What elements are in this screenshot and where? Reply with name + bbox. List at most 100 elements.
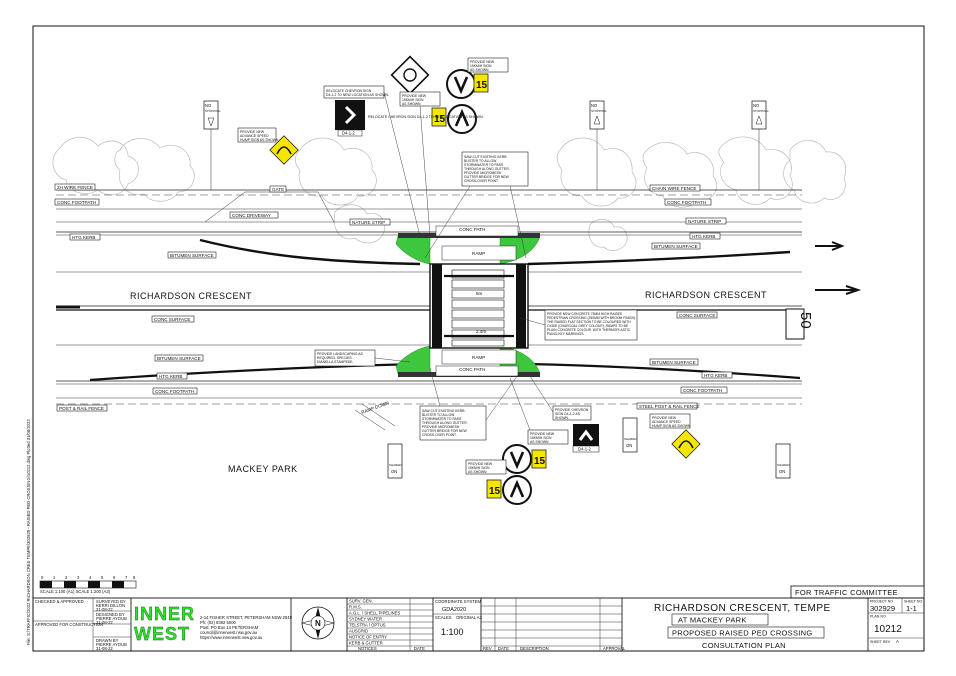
svg-text:Ph: (02) 9392 5000: Ph: (02) 9392 5000	[200, 620, 237, 625]
svg-text:CROSS-OVER POINT.: CROSS-OVER POINT.	[464, 179, 499, 183]
ramp-label-top: RAMP	[472, 251, 485, 256]
bitumen-bottom-right-label: BITUMEN SURFACE	[652, 360, 696, 365]
scale-bar-label: SCALE 1:100 (A1) SCALE 1:200 (A3)	[40, 589, 111, 594]
svg-text:GUTTER BRIDGE FOR NEW: GUTTER BRIDGE FOR NEW	[464, 175, 510, 179]
svg-text:GUTTER BRIDGE FOR NEW: GUTTER BRIDGE FOR NEW	[422, 429, 468, 433]
svg-text:SHOWN.: SHOWN.	[555, 416, 569, 420]
svg-text:SHEET NO: SHEET NO	[904, 600, 923, 604]
svg-text:PROVIDE NEW: PROVIDE NEW	[240, 130, 265, 134]
svg-text:2-14 FISHER STREET, PETERSHAM: 2-14 FISHER STREET, PETERSHAM NSW 2049	[200, 615, 293, 620]
svg-text:OXIDE (CHARCOAL GREY COLOUR).: OXIDE (CHARCOAL GREY COLOUR). RAMPS TO B…	[547, 324, 629, 328]
svg-text:7: 7	[125, 575, 128, 580]
roundabout-sign	[390, 55, 430, 95]
svg-text:DATE: DATE	[414, 646, 425, 651]
svg-text:council@innerwest.nsw.gov.au: council@innerwest.nsw.gov.au	[200, 630, 258, 635]
gate-label: GATE	[272, 187, 284, 192]
svg-text:ORIGINAL A3: ORIGINAL A3	[456, 615, 483, 620]
svg-text:4: 4	[89, 575, 92, 580]
svg-text:DATE: DATE	[498, 646, 509, 651]
callout-relocate-chevron: RELOCATE CHEVRON SIGN D4-1-2 TO NEW LOCA…	[323, 85, 421, 237]
svg-text:BLISTER TO ALLOW: BLISTER TO ALLOW	[464, 159, 497, 163]
project-number: 302929	[870, 604, 895, 613]
callout-speed-top-b: PROVIDE NEW 15KM/H SIGN AS SHOWN	[399, 91, 441, 237]
callout-speed-bottom-a: PROVIDE NEW 15KM/H SIGN AS SHOWN	[509, 377, 569, 445]
svg-text:PROVIDE NEW: PROVIDE NEW	[402, 94, 427, 98]
svg-text:RELOCATE CHEVRON SIGN: RELOCATE CHEVRON SIGN	[326, 89, 372, 93]
svg-text:THE RAISED FLAT SECTION TO BE: THE RAISED FLAT SECTION TO BE COLOURED W…	[547, 320, 631, 324]
svg-text:31-08-22: 31-08-22	[96, 607, 113, 612]
speed-limit-50-marking: 50	[785, 308, 814, 340]
svg-text:https://www.innerwest.nsw.gov.: https://www.innerwest.nsw.gov.au	[200, 635, 263, 640]
post-rail-fence-label: POST & RAIL FENCE	[59, 406, 104, 411]
council-logo-line2: WEST	[134, 624, 190, 644]
callout-speed-top-a: PROVIDE NEW 15KM/H SIGN AS SHOWN	[467, 57, 509, 73]
svg-text:SCALES: SCALES	[435, 615, 452, 620]
svg-text:SIGN D4-1-2 AS: SIGN D4-1-2 AS	[555, 412, 581, 416]
svg-text:15: 15	[476, 80, 488, 91]
conc-path-top-label: CONC PATH	[459, 227, 485, 232]
svg-text:NO: NO	[591, 103, 598, 108]
speed-15-sign-top-b: 15	[431, 104, 477, 134]
svg-text:AS SHOWN: AS SHOWN	[402, 102, 421, 106]
svg-text:D4-1-2: D4-1-2	[342, 131, 355, 136]
svg-text:NO: NO	[205, 103, 212, 108]
conc-footpath-top-left-label: CONC FOOTPATH	[57, 200, 96, 205]
svg-text:15: 15	[534, 456, 546, 467]
bitumen-top-right-label: BITUMEN SURFACE	[654, 244, 698, 249]
svg-text:REV: REV	[483, 646, 492, 651]
svg-text:SYDNEY WATER: SYDNEY WATER	[349, 617, 382, 622]
svg-text:APPROVAL: APPROVAL	[603, 646, 626, 651]
svg-text:50: 50	[797, 312, 814, 329]
svg-text:PROJECT NO: PROJECT NO	[870, 600, 893, 604]
north-arrow-icon: N	[301, 606, 335, 640]
svg-text:ON: ON	[626, 443, 632, 448]
svg-text:REQUIRED. SPECIES:: REQUIRED. SPECIES:	[317, 356, 352, 360]
svg-text:SHARED: SHARED	[389, 463, 402, 467]
callouts: RELOCATE CHEVRON SIGN D4-1-2 TO NEW LOCA…	[237, 57, 691, 475]
svg-text:5: 5	[101, 575, 104, 580]
svg-text:PIERRE AYOUB: PIERRE AYOUB	[96, 616, 127, 621]
svg-text:PROVIDE NEW: PROVIDE NEW	[652, 416, 677, 420]
svg-text:PROVIDE NEW CONCRETE 75MM HIGH: PROVIDE NEW CONCRETE 75MM HIGH RAISED	[547, 312, 623, 316]
svg-text:AS SHOWN: AS SHOWN	[470, 68, 489, 72]
dimension-2-4m: 2.4m	[476, 329, 486, 334]
traffic-committee-stamp: FOR TRAFFIC COMMITTEE	[795, 588, 898, 597]
ramp-label-bottom: RAMP	[472, 355, 485, 360]
svg-text:HUMP SIGN AS SHOWN: HUMP SIGN AS SHOWN	[240, 138, 279, 142]
road-linework	[56, 189, 862, 431]
svg-text:2: 2	[65, 575, 68, 580]
speed-15-sign-bottom-a: 15	[502, 444, 547, 474]
svg-text:15KM/H SIGN: 15KM/H SIGN	[402, 98, 424, 102]
council-logo-line1: INNER	[134, 604, 195, 624]
svg-text:COORDINATE SYSTEM: COORDINATE SYSTEM	[435, 599, 482, 604]
svg-text:31-08-22: 31-08-22	[96, 646, 113, 651]
conc-path-bottom-label: CONC PATH	[459, 367, 485, 372]
scale-value: 1:100	[441, 627, 464, 637]
chain-wire-fence-label: CHAIN WIRE FENCE	[652, 186, 696, 191]
conc-surface-right-label: CONC SURFACE	[679, 313, 716, 318]
svg-text:N: N	[315, 619, 321, 628]
svg-text:PROVIDE NEW: PROVIDE NEW	[468, 462, 493, 466]
svg-text:PROVIDE LANDSCAPING AS: PROVIDE LANDSCAPING AS	[317, 352, 364, 356]
steel-post-rail-fence-label: STEEL POST & RAIL FENCE	[639, 404, 700, 409]
svg-text:AS SHOWN: AS SHOWN	[468, 470, 487, 474]
svg-text:PROVIDE MICROMESH: PROVIDE MICROMESH	[464, 171, 502, 175]
chevron-sign-new	[573, 424, 599, 446]
margin-file-note: File: S:\TRAFFIC\2022 RICHARDSON CRES TE…	[26, 419, 31, 645]
callout-advance-hump-left: PROVIDE NEW ADVANCE SPEED HUMP SIGN AS S…	[237, 127, 279, 143]
svg-text:SURV. GEN.: SURV. GEN.	[349, 599, 373, 604]
svg-text:STOPPING: STOPPING	[205, 109, 221, 113]
nature-strip-left-label: NATURE STRIP	[352, 220, 385, 225]
speed-15-sign-top-a: 15	[446, 69, 489, 99]
bottom-sign-cluster: 15 15 D4-1-2	[486, 424, 701, 505]
no-stopping-signs: NO STOPPING NO STOPPING NO STOPPING SHAR…	[203, 100, 791, 479]
svg-text:PIERRE AYOUB: PIERRE AYOUB	[96, 642, 127, 647]
svg-text:PROVIDE MICROMESH: PROVIDE MICROMESH	[422, 425, 460, 429]
plan-location: AT MACKEY PARK	[678, 616, 747, 625]
svg-text:SHARED: SHARED	[777, 463, 790, 467]
svg-text:ON: ON	[779, 469, 785, 474]
no-stopping-sign-3: NO STOPPING	[751, 100, 769, 190]
area-labels: 2H WIRE FENCE CONC FOOTPATH GATE CONC DR…	[54, 183, 767, 474]
svg-text:SURVEYED BY: SURVEYED BY	[96, 599, 126, 604]
